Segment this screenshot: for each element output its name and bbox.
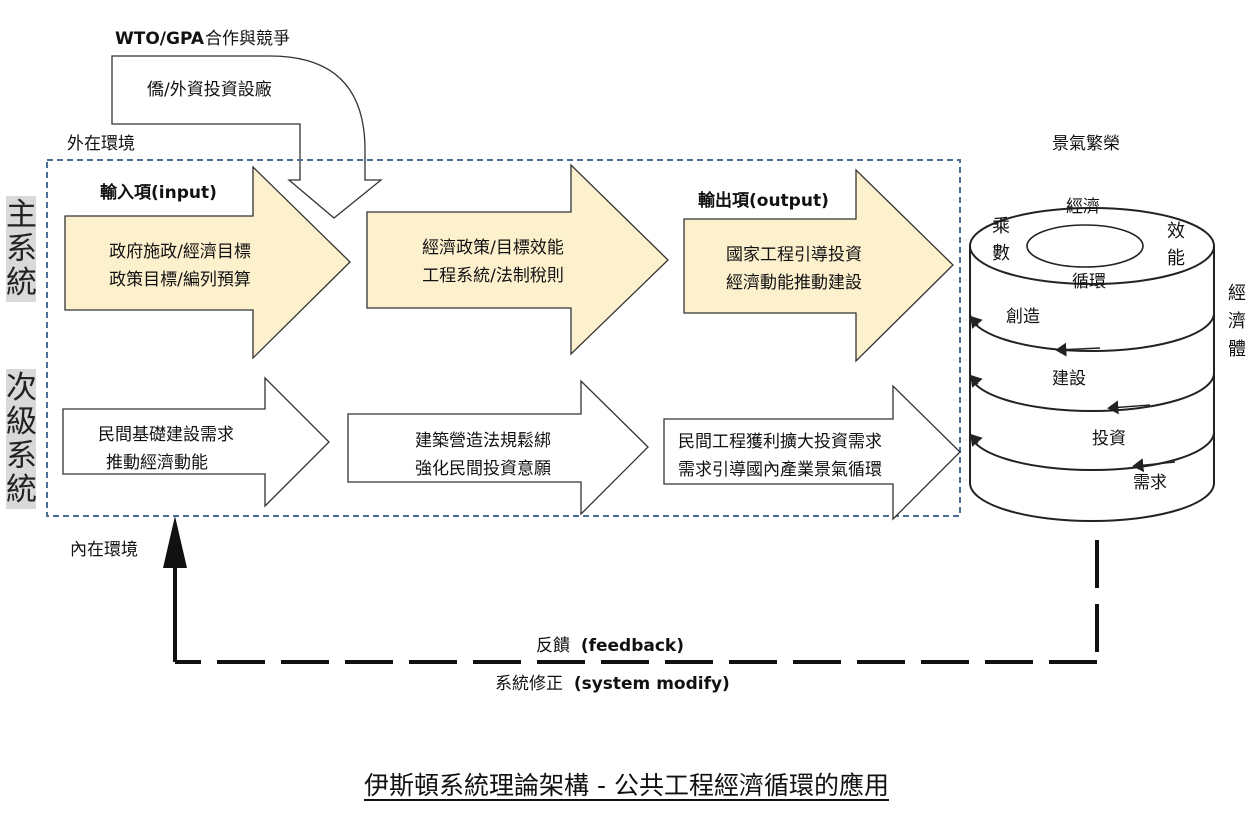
input-label: 輸入項(input) <box>100 183 217 203</box>
main-input-arrow <box>64 165 351 360</box>
feedback-text: 反饋 <box>536 636 570 656</box>
sub-system-label: 次 級 系 統 <box>6 369 37 509</box>
main-process-line: 工程系統/法制稅則 <box>422 266 564 286</box>
main-system-label: 主 系 統 <box>6 196 37 302</box>
prosperity-label: 景氣繁榮 <box>1052 134 1120 154</box>
sub-input-arrow <box>62 376 330 508</box>
economy-body-char: 經 <box>1228 283 1246 304</box>
main-process-arrow <box>366 163 669 356</box>
main-input-line: 政策目標/編列預算 <box>109 270 251 290</box>
sub-system-char: 統 <box>6 472 37 508</box>
external-env-label: 外在環境 <box>67 134 135 154</box>
layer-edge-arrow <box>970 315 983 329</box>
sub-process-arrow <box>347 379 649 516</box>
ring-top-label: 經濟 <box>1066 197 1100 217</box>
multiplier-label: 乘 數 <box>990 213 1012 267</box>
system-modify-label: 系統修正 (system modify) <box>495 673 730 695</box>
sub-output-text: 民間工程獲利擴大投資需求 需求引導國內產業景氣循環 <box>678 428 882 484</box>
main-system-char: 統 <box>6 265 37 301</box>
feedback-en: (feedback) <box>580 636 684 656</box>
ring-bottom-label: 循環 <box>1072 272 1106 292</box>
main-input-line: 政府施政/經濟目標 <box>109 242 251 262</box>
sub-output-line: 民間工程獲利擴大投資需求 <box>678 432 882 452</box>
layer-edge-arrow <box>970 433 983 447</box>
main-system-char: 主 <box>6 197 37 233</box>
feedback-arrowhead <box>163 516 187 568</box>
sub-input-line: 民間基礎建設需求 <box>98 425 234 445</box>
economy-body-label: 經 濟 體 <box>1226 280 1248 364</box>
wto-label: WTO/GPA <box>115 29 205 49</box>
layer-flow-arrow <box>1055 342 1101 357</box>
efficiency-char: 能 <box>1167 248 1185 269</box>
sub-process-text: 建築營造法規鬆綁 強化民間投資意願 <box>393 427 573 483</box>
economy-body-char: 濟 <box>1228 311 1246 332</box>
main-input-text: 政府施政/經濟目標 政策目標/編列預算 <box>80 238 280 294</box>
sub-input-line: 推動經濟動能 <box>106 453 208 473</box>
feedback-label: 反饋 (feedback) <box>536 635 684 657</box>
main-output-text: 國家工程引導投資 經濟動能推動建設 <box>694 241 894 297</box>
main-process-text: 經濟政策/目標效能 工程系統/法制稅則 <box>393 234 593 290</box>
layer-invest-label: 投資 <box>1092 429 1126 449</box>
layer-flow-arrow <box>1107 400 1151 415</box>
efficiency-label: 效 能 <box>1165 218 1187 272</box>
layer-flow-arrow <box>1132 458 1176 473</box>
system-modify-en: (system modify) <box>573 674 730 694</box>
multiplier-char: 數 <box>992 243 1010 264</box>
main-output-line: 經濟動能推動建設 <box>726 273 862 293</box>
sub-output-line: 需求引導國內產業景氣循環 <box>678 460 882 480</box>
layer-demand-label: 需求 <box>1133 473 1167 493</box>
efficiency-char: 效 <box>1167 221 1185 242</box>
layer-build-label: 建設 <box>1052 369 1086 389</box>
economy-body-char: 體 <box>1228 339 1246 360</box>
sub-process-line: 強化民間投資意願 <box>415 459 551 479</box>
sub-system-char: 次 <box>6 370 37 406</box>
diagram-title-text: 伊斯頓系統理論架構 - 公共工程經濟循環的應用 <box>364 771 889 800</box>
sub-output-arrow <box>663 384 961 521</box>
sub-input-text: 民間基礎建設需求 推動經濟動能 <box>98 421 234 477</box>
multiplier-char: 乘 <box>992 216 1010 237</box>
foreign-invest-label: 僑/外資投資設廠 <box>147 80 272 100</box>
layer-create-label: 創造 <box>1006 307 1040 327</box>
system-modify-text: 系統修正 <box>495 674 563 694</box>
sub-system-char: 級 <box>6 404 37 440</box>
main-system-char: 系 <box>6 231 37 267</box>
diagram-title: 伊斯頓系統理論架構 - 公共工程經濟循環的應用 <box>0 766 1253 802</box>
economy-cylinder <box>969 207 1215 522</box>
internal-env-label: 內在環境 <box>70 540 138 560</box>
sub-system-char: 系 <box>6 438 37 474</box>
external-environment-box <box>46 159 961 517</box>
wto-text: 合作與競爭 <box>205 29 290 49</box>
main-output-line: 國家工程引導投資 <box>726 245 862 265</box>
main-process-line: 經濟政策/目標效能 <box>422 238 564 258</box>
sub-process-line: 建築營造法規鬆綁 <box>415 431 551 451</box>
output-label: 輸出項(output) <box>698 191 829 211</box>
layer-edge-arrow <box>970 374 983 388</box>
wto-bent-arrow <box>111 55 383 219</box>
main-output-arrow <box>683 168 954 363</box>
